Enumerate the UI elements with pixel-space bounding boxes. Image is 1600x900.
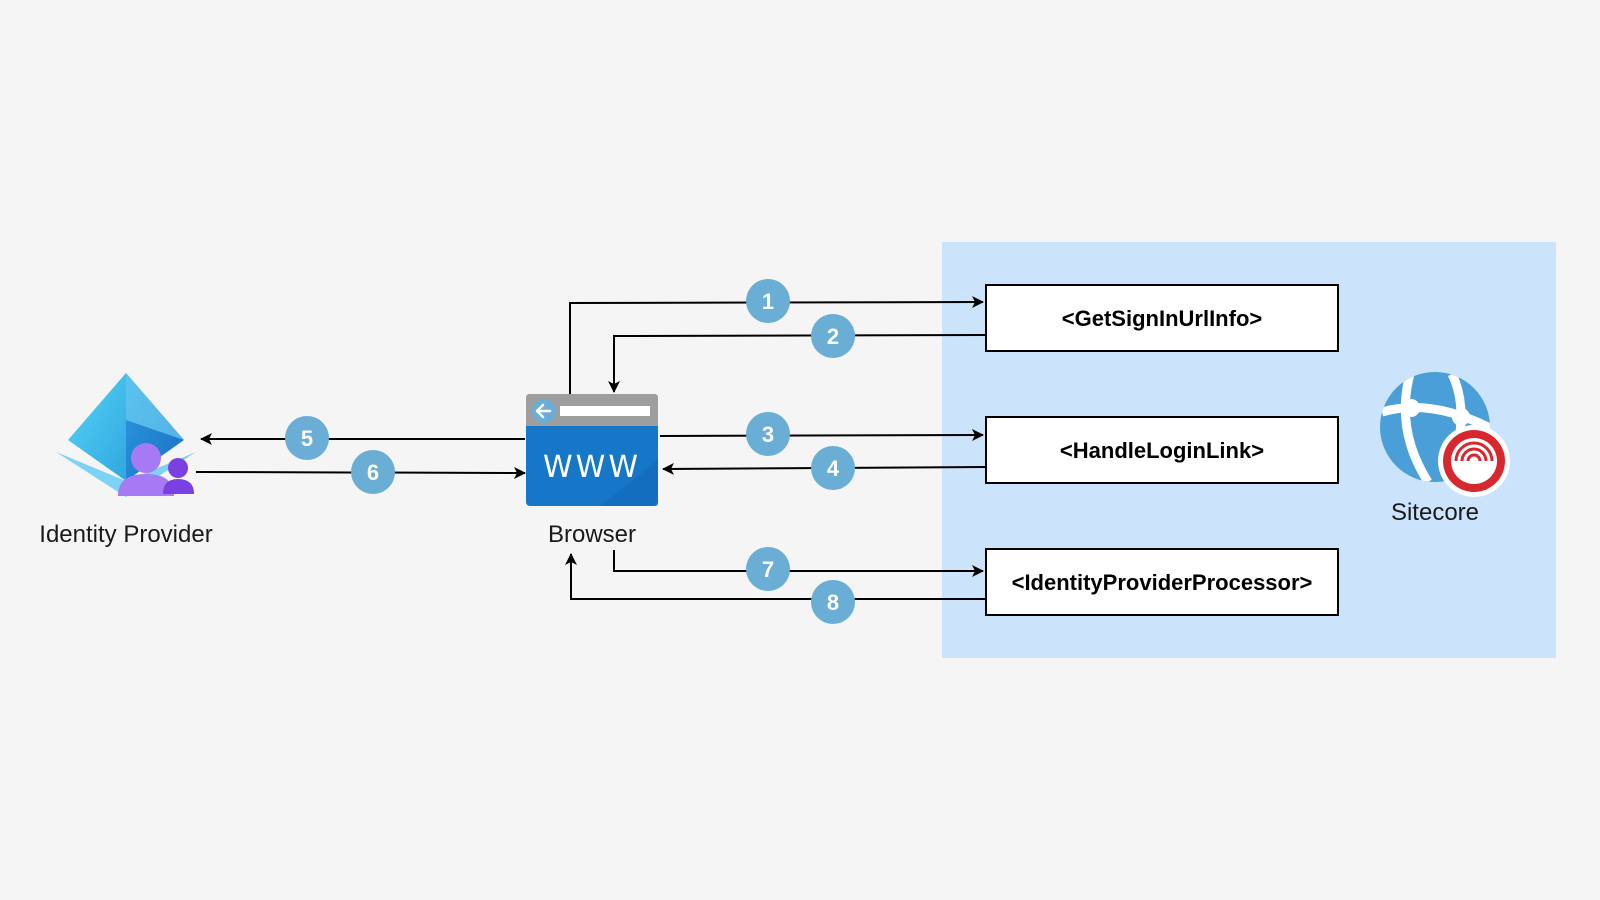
- processor-box-get-sign-in-url-info[interactable]: <GetSignInUrlInfo>: [985, 284, 1339, 352]
- step-badge-2: 2: [811, 314, 855, 358]
- step-badge-4: 4: [811, 446, 855, 490]
- svg-text:1: 1: [762, 289, 774, 314]
- connector-step-2: [608, 334, 987, 393]
- step-badge-8: 8: [811, 580, 855, 624]
- processor-label: <HandleLoginLink>: [1060, 438, 1264, 463]
- browser-www-icon: WWW: [526, 394, 658, 506]
- svg-text:3: 3: [762, 422, 774, 447]
- step-badge-6: 6: [351, 450, 395, 494]
- sitecore-label: Sitecore: [1391, 499, 1479, 526]
- step-badge-7: 7: [746, 547, 790, 591]
- processor-label: <GetSignInUrlInfo>: [1062, 306, 1262, 331]
- step-badge-1: 1: [746, 279, 790, 323]
- processor-label: <IdentityProviderProcessor>: [1012, 570, 1313, 595]
- svg-text:8: 8: [827, 590, 839, 615]
- svg-text:7: 7: [762, 557, 774, 582]
- browser-node[interactable]: WWW Browser: [526, 394, 658, 548]
- identity-provider-node[interactable]: Identity Provider: [39, 373, 213, 548]
- step-badge-5: 5: [285, 416, 329, 460]
- identity-provider-label: Identity Provider: [39, 521, 212, 548]
- browser-label: Browser: [548, 521, 636, 548]
- azure-ad-icon: [56, 373, 196, 497]
- sitecore-globe-icon: [1380, 372, 1510, 497]
- svg-text:5: 5: [301, 426, 313, 451]
- connector-step-7: [613, 550, 984, 577]
- step-badge-3: 3: [746, 412, 790, 456]
- svg-text:6: 6: [367, 460, 379, 485]
- processor-box-identity-provider-processor[interactable]: <IdentityProviderProcessor>: [985, 548, 1339, 616]
- processor-box-handle-login-link[interactable]: <HandleLoginLink>: [985, 416, 1339, 484]
- svg-text:2: 2: [827, 324, 839, 349]
- svg-text:4: 4: [827, 456, 840, 481]
- connector-step-1: [569, 296, 984, 395]
- connector-step-3: [659, 429, 984, 442]
- browser-icon-text: WWW: [543, 450, 641, 485]
- sitecore-node[interactable]: Sitecore: [1380, 372, 1510, 526]
